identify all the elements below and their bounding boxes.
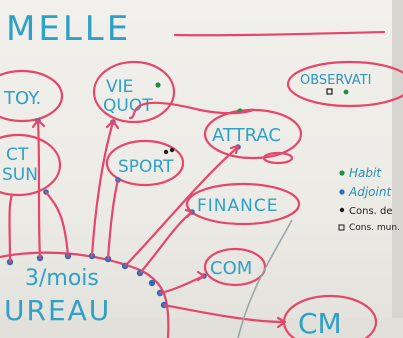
paper-bottom-shade (0, 318, 403, 338)
node-sport-bubble (105, 139, 185, 187)
node-attrac-small-bubble (262, 151, 294, 165)
node-finance-label: FINANCE (197, 196, 278, 216)
node-attrac-label: ATTRAC (212, 125, 281, 146)
node-ct-line1: CT (6, 145, 29, 165)
node-ct-line2: SUN (2, 165, 38, 185)
node-finance-bubble (185, 182, 301, 226)
board-title: MELLE (6, 9, 131, 49)
legend-cons-de: Cons. de (349, 206, 393, 217)
paper-edge (392, 0, 403, 338)
node-toy-label: TOY. (3, 88, 41, 109)
node-observ-label: OBSERVATI (300, 73, 371, 88)
node-ct-bubble (0, 133, 62, 197)
node-sport-label: SPORT (118, 157, 174, 177)
node-vie-line2: QUOT (103, 96, 153, 116)
node-vie-bubble (92, 60, 176, 124)
legend-habit: Habit (349, 166, 382, 180)
center-frequency: 3/mois (25, 266, 99, 291)
connector-arrows (8, 101, 293, 338)
node-com-bubble (203, 247, 267, 287)
legend: Habit Adjoint Cons. de Cons. mun. (338, 166, 400, 233)
node-com-label: COM (210, 258, 252, 279)
node-observ-bubble (286, 60, 403, 108)
node-vie-line1: VIE (106, 77, 133, 97)
title-underline (173, 30, 386, 37)
legend-cons-mun: Cons. mun. (349, 223, 400, 233)
node-toy-bubble (0, 69, 64, 123)
legend-adjoint: Adjoint (348, 185, 392, 199)
node-cm-label: CM (298, 307, 342, 338)
center-label: UREAU (4, 294, 111, 327)
